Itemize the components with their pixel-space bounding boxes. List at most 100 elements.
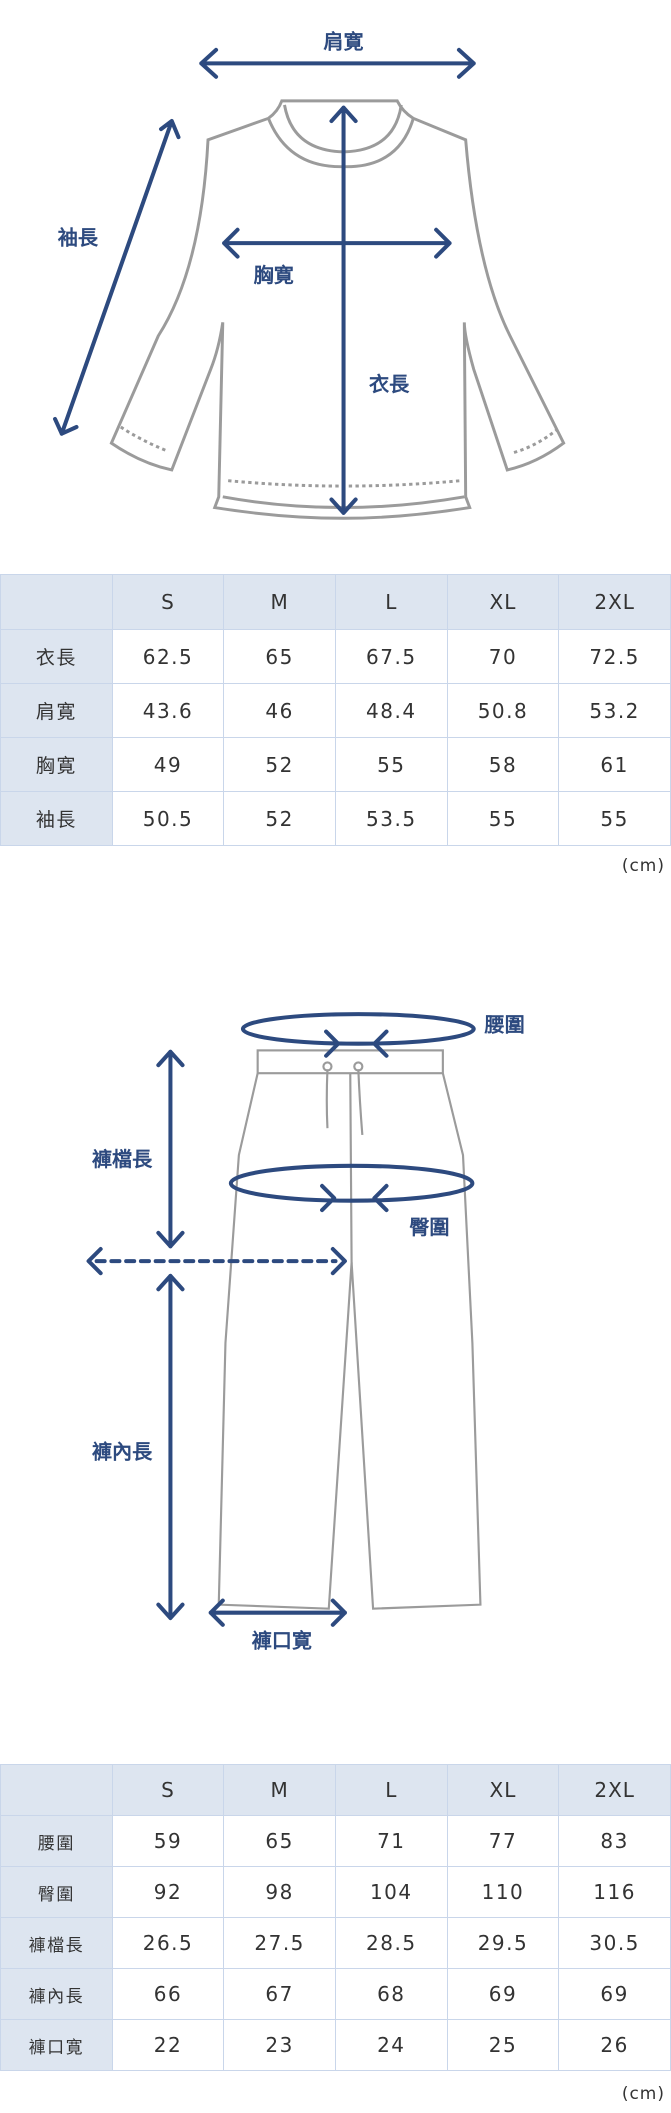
row-label: 胸寛 [0,737,113,792]
header-cell: L [334,574,448,630]
cell: 71 [334,1815,448,1867]
header-cell: 2XL [558,1764,671,1816]
header-cell: M [223,574,336,630]
cell: 58 [446,737,560,792]
label-sleeve: 袖長 [58,226,99,250]
row-label: 褲口寛 [0,2019,113,2071]
header-cell: XL [446,574,560,630]
cell: 55 [446,791,560,846]
hip-arrowheads [320,1183,389,1213]
cell: 50.5 [111,791,225,846]
cell: 62.5 [111,629,225,684]
row-label: 褲檔長 [0,1917,113,1969]
cell: 53.5 [334,791,448,846]
header-cell [0,1764,113,1816]
chest-arrow [222,227,452,259]
cell: 27.5 [223,1917,336,1969]
cell: 67 [223,1968,336,2020]
cell: 55 [334,737,448,792]
label-hem: 褲口寛 [252,1629,312,1653]
cell: 25 [446,2019,560,2071]
label-length: 衣長 [369,372,410,396]
cell: 59 [111,1815,225,1867]
cell: 69 [558,1968,671,2020]
row-label: 袖長 [0,791,113,846]
table-header-row: S M L XL 2XL [0,574,671,630]
label-inseam: 褲內長 [92,1439,153,1463]
table-header-row: S M L XL 2XL [0,1764,671,1816]
cell: 55 [558,791,671,846]
shoulder-arrow [199,47,476,79]
label-waist: 腰圍 [483,1013,524,1037]
cell: 70 [446,629,560,684]
cell: 98 [223,1866,336,1918]
header-cell [0,574,113,630]
header-cell: 2XL [558,574,671,630]
sleeve-arrow [53,119,181,436]
waist-ellipse [240,1012,476,1046]
cell: 48.4 [334,683,448,738]
cell: 69 [446,1968,560,2020]
header-cell: M [223,1764,336,1816]
row-label: 褲內長 [0,1968,113,2020]
cell: 52 [223,737,336,792]
cell: 28.5 [334,1917,448,1969]
row-label: 衣長 [0,629,113,684]
inseam-arrow [156,1273,185,1621]
pants-size-diagram: 腰圍 臀圍 褲檔長 褲內長 褲口寛 [86,1012,525,1653]
label-hip: 臀圍 [409,1215,449,1239]
cell: 92 [111,1866,225,1918]
cell: 52 [223,791,336,846]
cell: 46 [223,683,336,738]
cell: 66 [111,1968,225,2020]
cell: 61 [558,737,671,792]
cell: 22 [111,2019,225,2071]
cell: 110 [446,1866,560,1918]
length-arrow [329,105,358,515]
header-cell: S [111,1764,225,1816]
hip-ellipse [228,1163,475,1203]
cell: 72.5 [558,629,671,684]
measurement-arrows [86,1012,476,1627]
cell: 67.5 [334,629,448,684]
cell: 24 [334,2019,448,2071]
cell: 26 [558,2019,671,2071]
cell: 77 [446,1815,560,1867]
measurement-arrows [53,47,476,515]
cell: 83 [558,1815,671,1867]
cell: 116 [558,1866,671,1918]
cell: 30.5 [558,1917,671,1969]
shirt-outline [109,99,566,520]
cell: 104 [334,1866,448,1918]
cell: 29.5 [446,1917,560,1969]
label-rise: 褲檔長 [92,1147,153,1171]
row-label: 臀圍 [0,1866,113,1918]
cell: 65 [223,629,336,684]
cell: 65 [223,1815,336,1867]
cell: 43.6 [111,683,225,738]
rise-arrow [156,1049,185,1249]
row-label: 腰圍 [0,1815,113,1867]
cell: 49 [111,737,225,792]
pants-outline [217,1049,482,1610]
hem-arrow [208,1598,347,1627]
waist-arrowheads [324,1029,389,1058]
shirt-size-diagram: 肩寛 袖長 胸寛 衣長 [53,30,566,520]
label-chest: 胸寛 [254,263,294,287]
label-shoulder: 肩寛 [323,30,363,54]
header-cell: XL [446,1764,560,1816]
cell: 53.2 [558,683,671,738]
cell: 50.8 [446,683,560,738]
unit-label: (cm) [621,2084,665,2104]
